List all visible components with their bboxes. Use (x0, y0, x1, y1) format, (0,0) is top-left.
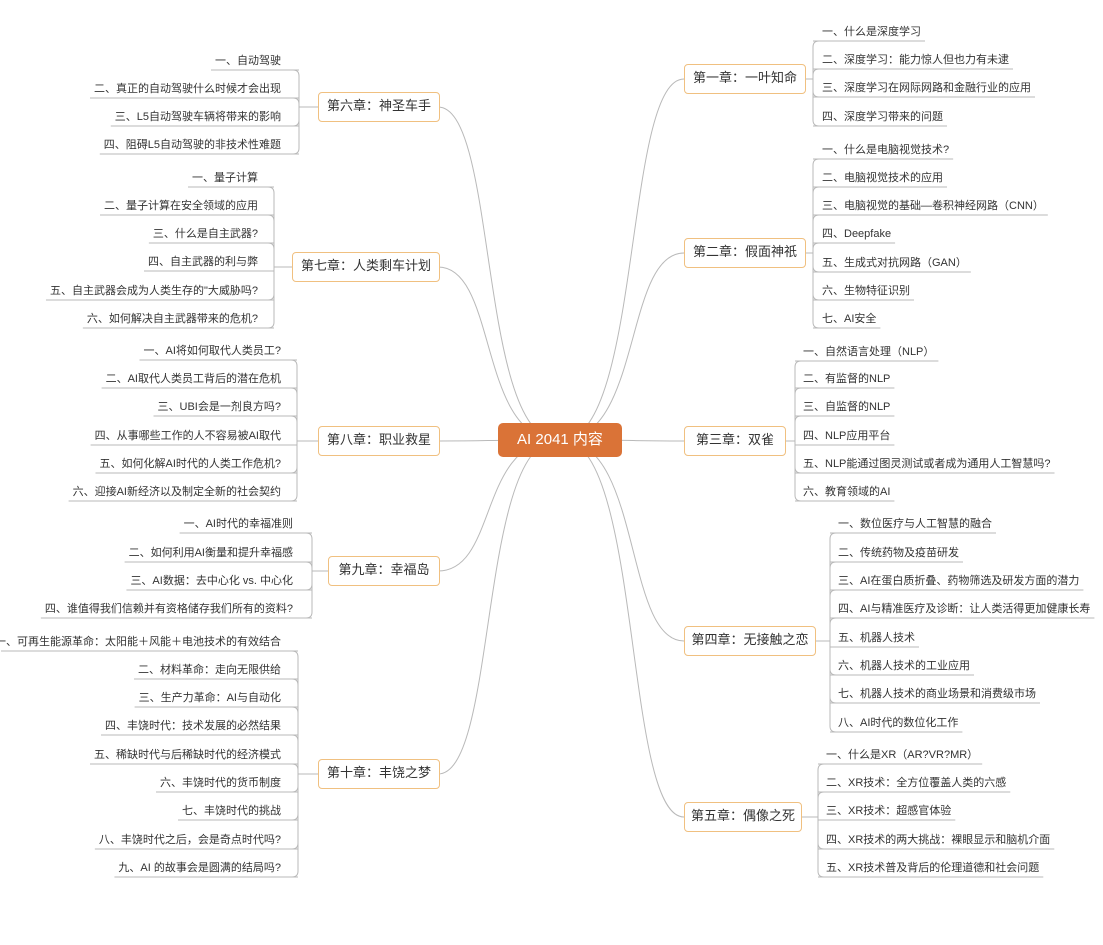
topic-item[interactable]: 八、AI时代的数位化工作 (838, 717, 959, 729)
topic-item[interactable]: 六、如何解决自主武器带来的危机? (86, 313, 258, 325)
topic-item[interactable]: 五、生成式对抗网路（GAN） (822, 257, 967, 269)
topic-item[interactable]: 四、阻碍L5自动驾驶的非技术性难题 (103, 139, 281, 151)
topic-item[interactable]: 六、生物特征识别 (822, 285, 910, 297)
topic-item[interactable]: 一、自动驾驶 (215, 55, 281, 67)
topic-item[interactable]: 四、从事哪些工作的人不容易被AI取代 (94, 430, 281, 442)
topic-item[interactable]: 一、什么是电脑视觉技术? (822, 144, 950, 156)
topic-item[interactable]: 一、数位医疗与人工智慧的融合 (838, 518, 992, 530)
topic-item[interactable]: 七、丰饶时代的挑战 (182, 805, 281, 817)
topic-item[interactable]: 九、AI 的故事会是圆满的结局吗? (118, 862, 281, 874)
topic-item[interactable]: 五、机器人技术 (838, 632, 915, 644)
topic-item[interactable]: 四、自主武器的利与弊 (148, 256, 258, 268)
topic-item[interactable]: 一、量子计算 (192, 172, 258, 184)
topic-item[interactable]: 八、丰饶时代之后，会是奇点时代吗? (98, 834, 281, 846)
topic-item[interactable]: 三、L5自动驾驶车辆将带来的影响 (114, 111, 281, 123)
topic-item[interactable]: 四、NLP应用平台 (803, 430, 891, 442)
topic-item[interactable]: 三、电脑视觉的基础—卷积神经网路（CNN） (822, 200, 1044, 212)
topic-item[interactable]: 四、AI与精准医疗及诊断：让人类活得更加健康长寿 (838, 603, 1091, 615)
topic-item[interactable]: 四、丰饶时代：技术发展的必然结果 (105, 720, 281, 732)
topic-item[interactable]: 五、如何化解AI时代的人类工作危机? (99, 458, 281, 470)
topic-item[interactable]: 五、NLP能通过图灵测试或者成为通用人工智慧吗? (803, 458, 1051, 470)
topic-item[interactable]: 一、可再生能源革命：太阳能＋风能＋电池技术的有效结合 (0, 636, 281, 648)
topic-item[interactable]: 一、什么是XR（AR?VR?MR） (826, 749, 979, 761)
topic-item[interactable]: 二、电脑视觉技术的应用 (822, 172, 943, 184)
topic-item[interactable]: 四、谁值得我们信赖并有资格储存我们所有的资料? (44, 603, 293, 615)
topic-item[interactable]: 六、教育领域的AI (803, 486, 891, 498)
topic-item[interactable]: 三、AI在蛋白质折叠、药物筛选及研发方面的潜力 (838, 575, 1080, 587)
topic-item[interactable]: 三、生产力革命：AI与自动化 (138, 692, 281, 704)
root-node[interactable]: AI 2041 内容 (498, 423, 622, 457)
topic-item[interactable]: 二、量子计算在安全领域的应用 (104, 200, 258, 212)
topic-item[interactable]: 七、AI安全 (822, 313, 877, 325)
topic-item[interactable]: 三、深度学习在网际网路和金融行业的应用 (822, 82, 1031, 94)
chapter-node-right-1[interactable]: 第一章：一叶知命 (684, 64, 806, 94)
topic-item[interactable]: 三、自监督的NLP (803, 401, 891, 413)
topic-item[interactable]: 一、AI将如何取代人类员工? (143, 345, 281, 357)
chapter-node-left-1[interactable]: 第六章：神圣车手 (318, 92, 440, 122)
chapter-node-right-4[interactable]: 第四章：无接触之恋 (684, 626, 816, 656)
topic-item[interactable]: 一、什么是深度学习 (822, 26, 921, 38)
topic-item[interactable]: 七、机器人技术的商业场景和消费级市场 (838, 688, 1036, 700)
topic-item[interactable]: 三、XR技术：超感官体验 (826, 805, 952, 817)
topic-item[interactable]: 二、传统药物及疫苗研发 (838, 547, 959, 559)
topic-item[interactable]: 三、什么是自主武器? (152, 228, 258, 240)
topic-item[interactable]: 二、有监督的NLP (803, 373, 891, 385)
chapter-node-right-3[interactable]: 第三章：双雀 (684, 426, 786, 456)
topic-item[interactable]: 五、稀缺时代与后稀缺时代的经济模式 (94, 749, 281, 761)
topic-item[interactable]: 二、真正的自动驾驶什么时候才会出现 (94, 83, 281, 95)
topic-item[interactable]: 一、AI时代的幸福准则 (183, 518, 293, 530)
topic-item[interactable]: 五、XR技术普及背后的伦理道德和社会问题 (826, 862, 1040, 874)
chapter-node-right-2[interactable]: 第二章：假面神祇 (684, 238, 806, 268)
topic-item[interactable]: 四、深度学习带来的问题 (822, 111, 943, 123)
topic-item[interactable]: 三、UBI会是一剂良方吗? (157, 401, 281, 413)
chapter-node-left-5[interactable]: 第十章：丰饶之梦 (318, 759, 440, 789)
topic-item[interactable]: 五、自主武器会成为人类生存的"大威胁吗? (49, 285, 258, 297)
topic-item[interactable]: 六、机器人技术的工业应用 (838, 660, 970, 672)
topic-item[interactable]: 二、XR技术：全方位覆盖人类的六感 (826, 777, 1007, 789)
topic-item[interactable]: 二、AI取代人类员工背后的潜在危机 (105, 373, 281, 385)
topic-item[interactable]: 一、自然语言处理（NLP） (803, 346, 935, 358)
chapter-node-left-3[interactable]: 第八章：职业救星 (318, 426, 440, 456)
topic-item[interactable]: 二、材料革命：走向无限供给 (138, 664, 281, 676)
topic-item[interactable]: 二、如何利用AI衡量和提升幸福感 (128, 547, 293, 559)
topic-item[interactable]: 六、迎接AI新经济以及制定全新的社会契约 (72, 486, 281, 498)
topic-item[interactable]: 四、Deepfake (822, 228, 892, 240)
topic-item[interactable]: 三、AI数据：去中心化 vs. 中心化 (130, 575, 293, 587)
chapter-node-left-4[interactable]: 第九章：幸福岛 (328, 556, 440, 586)
chapter-node-right-5[interactable]: 第五章：偶像之死 (684, 802, 802, 832)
topic-item[interactable]: 四、XR技术的两大挑战：裸眼显示和脑机介面 (826, 834, 1051, 846)
chapter-node-left-2[interactable]: 第七章：人类剩车计划 (292, 252, 440, 282)
topic-item[interactable]: 二、深度学习：能力惊人但也力有未逮 (822, 54, 1009, 66)
topic-item[interactable]: 六、丰饶时代的货币制度 (160, 777, 281, 789)
